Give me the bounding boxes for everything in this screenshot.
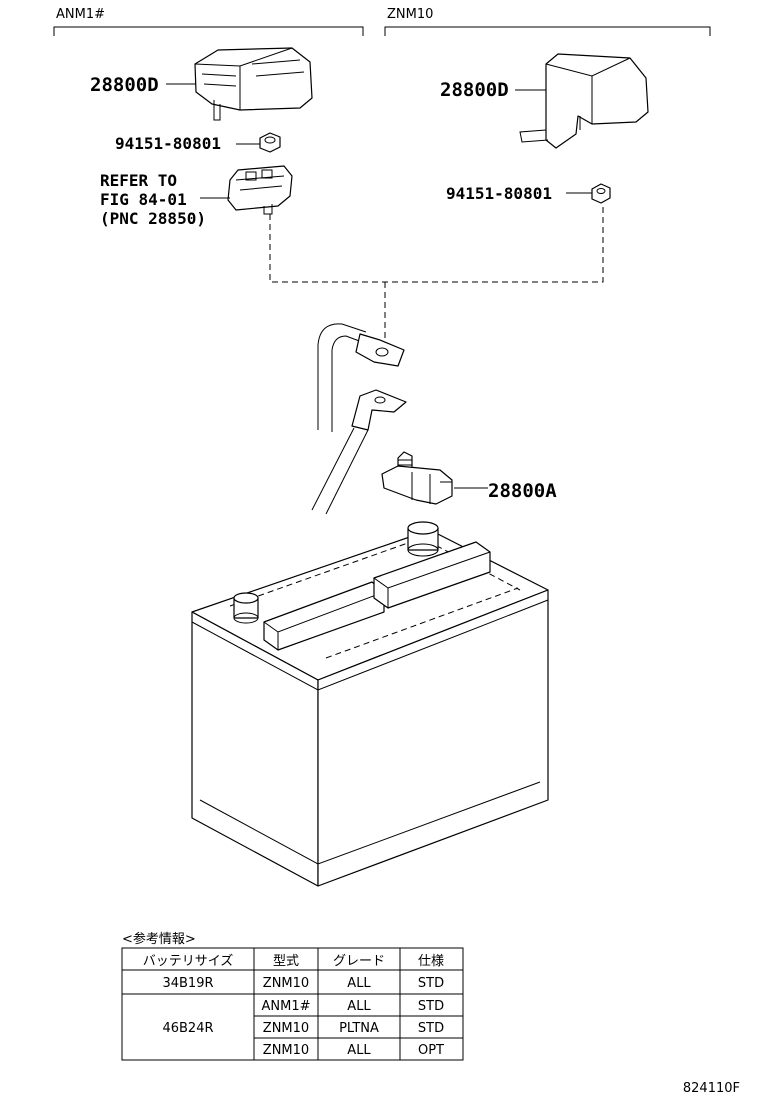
table-cell: 46B24R <box>162 1021 213 1036</box>
terminal-cover-right <box>519 53 649 149</box>
section-bracket-right: ZNM10 <box>384 7 711 36</box>
part-label-cover-left: 28800D <box>90 74 159 96</box>
table-cell: ZNM10 <box>263 1021 309 1036</box>
reference-info: <参考情報> バッテリサイズ 型式 グレード 仕様 34B19R ZNM10 A… <box>121 931 464 1061</box>
reference-table: バッテリサイズ 型式 グレード 仕様 34B19R ZNM10 ALL STD … <box>121 947 464 1061</box>
section-bracket-left: ANM1# <box>53 7 364 36</box>
part-label-nut-right: 94151-80801 <box>446 184 552 203</box>
table-cell: ANM1# <box>262 999 311 1014</box>
fusible-link-block <box>227 165 293 215</box>
battery-cable-positive <box>317 323 405 432</box>
nut-left <box>259 132 281 153</box>
table-cell: STD <box>418 1021 444 1036</box>
section-label-right: ZNM10 <box>387 7 433 22</box>
battery-cable-negative <box>311 389 407 515</box>
figure-number: 824110F <box>683 1081 740 1096</box>
part-label-nut-left: 94151-80801 <box>115 134 221 153</box>
table-header-grade: グレード <box>333 954 385 969</box>
table-cell: OPT <box>418 1043 444 1058</box>
table-cell: STD <box>418 976 444 991</box>
table-cell: ALL <box>347 999 371 1014</box>
table-header-model: 型式 <box>273 954 299 969</box>
table-cell: STD <box>418 999 444 1014</box>
refer-text-line3: (PNC 28850) <box>100 209 206 228</box>
table-cell: ZNM10 <box>263 1043 309 1058</box>
leader-dashed <box>269 206 604 352</box>
table-header-battery-size: バッテリサイズ <box>143 953 234 969</box>
table-cell: ALL <box>347 1043 371 1058</box>
nut-right <box>591 183 611 204</box>
table-cell: 34B19R <box>162 976 213 991</box>
table-cell: ZNM10 <box>263 976 309 991</box>
battery <box>191 521 549 887</box>
part-label-clamp: 28800A <box>488 480 557 502</box>
reference-title: <参考情報> <box>122 931 196 947</box>
refer-text-line1: REFER TO <box>100 171 177 190</box>
section-label-left: ANM1# <box>56 7 105 22</box>
table-cell: PLTNA <box>339 1021 379 1036</box>
terminal-cover-left <box>194 47 313 121</box>
battery-clamp <box>381 451 453 505</box>
part-label-cover-right: 28800D <box>440 79 509 101</box>
table-header-spec: 仕様 <box>418 954 444 969</box>
refer-text-line2: FIG 84-01 <box>100 190 187 209</box>
table-cell: ALL <box>347 976 371 991</box>
